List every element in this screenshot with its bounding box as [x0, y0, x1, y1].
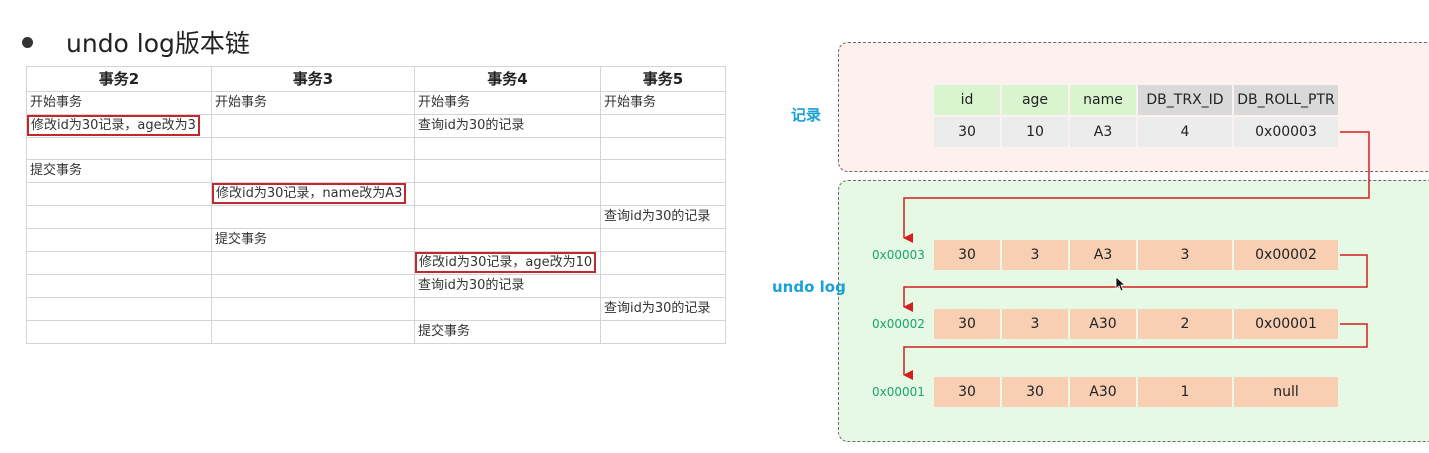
undo-entry-row: 30 30 A30 1 null	[934, 377, 1340, 407]
undo-value-cell: 3	[1002, 309, 1068, 339]
table-cell-highlighted: 修改id为30记录，age改为10	[414, 251, 601, 275]
table-cell	[600, 274, 726, 298]
table-cell	[600, 320, 726, 344]
record-label: 记录	[791, 106, 822, 124]
highlighted-text: 修改id为30记录，name改为A3	[211, 183, 407, 204]
record-header-row: id age name DB_TRX_ID DB_ROLL_PTR	[934, 85, 1340, 115]
record-column-header: name	[1070, 85, 1136, 115]
table-cell	[26, 205, 212, 229]
table-cell	[414, 182, 601, 206]
undo-entry-address: 0x00001	[872, 385, 925, 399]
table-cell: 开始事务	[600, 91, 726, 115]
table-row: 查询id为30的记录	[26, 274, 726, 298]
undo-value-cell: 1	[1138, 377, 1232, 407]
table-cell: 开始事务	[211, 91, 415, 115]
table-row: 提交事务	[26, 159, 726, 183]
record-value-cell: 10	[1002, 117, 1068, 147]
record-value-cell: 30	[934, 117, 1000, 147]
table-cell-highlighted: 修改id为30记录，age改为3	[26, 114, 212, 138]
highlighted-text: 修改id为30记录，age改为10	[414, 252, 597, 273]
table-row	[26, 137, 726, 160]
table-row: 提交事务	[26, 320, 726, 344]
undo-value-cell: 0x00001	[1234, 309, 1338, 339]
undo-entry-row: 30 3 A3 3 0x00002	[934, 240, 1340, 270]
undo-value-cell: 3	[1138, 240, 1232, 270]
table-cell: 开始事务	[414, 91, 601, 115]
undo-value-cell: 30	[934, 240, 1000, 270]
undo-value-cell: A30	[1070, 377, 1136, 407]
undo-value-cell: 30	[934, 377, 1000, 407]
table-cell: 开始事务	[26, 91, 212, 115]
undo-value-cell: A3	[1070, 240, 1136, 270]
bullet-icon	[22, 36, 33, 48]
record-value-cell: 4	[1138, 117, 1232, 147]
undo-entry-row: 30 3 A30 2 0x00001	[934, 309, 1340, 339]
transaction-table: 事务2 事务3 事务4 事务5 开始事务 开始事务 开始事务 开始事务 修改id…	[26, 66, 726, 344]
table-cell: 查询id为30的记录	[600, 205, 726, 229]
pointer-arrow	[903, 131, 1370, 243]
pointer-arrow	[903, 323, 1368, 380]
table-cell: 查询id为30的记录	[414, 274, 601, 298]
record-value-cell: A3	[1070, 117, 1136, 147]
record-value-row: 30 10 A3 4 0x00003	[934, 117, 1340, 147]
table-cell: 提交事务	[26, 159, 212, 183]
table-cell-highlighted: 修改id为30记录，name改为A3	[211, 182, 415, 206]
record-column-header: age	[1002, 85, 1068, 115]
table-row: 开始事务 开始事务 开始事务 开始事务	[26, 91, 726, 115]
undo-entry-address: 0x00003	[872, 248, 925, 262]
table-cell	[211, 320, 415, 344]
undo-value-cell: 30	[1002, 377, 1068, 407]
pointer-arrow	[903, 254, 1368, 312]
undo-log-label: undo log	[772, 278, 846, 296]
record-column-header: DB_ROLL_PTR	[1234, 85, 1338, 115]
table-row: 修改id为30记录，age改为3 查询id为30的记录	[26, 114, 726, 138]
undo-value-cell: 3	[1002, 240, 1068, 270]
table-cell	[26, 320, 212, 344]
table-cell: 提交事务	[414, 320, 601, 344]
record-value-cell: 0x00003	[1234, 117, 1338, 147]
slide-title-row: undo log版本链	[20, 24, 250, 60]
table-cell	[211, 205, 415, 229]
table-header-row: 事务2 事务3 事务4 事务5	[26, 66, 726, 92]
slide-title: undo log版本链	[66, 29, 250, 58]
table-cell	[26, 182, 212, 206]
record-column-header: id	[934, 85, 1000, 115]
table-cell	[600, 159, 726, 183]
highlighted-text: 修改id为30记录，age改为3	[27, 115, 200, 136]
undo-value-cell: 0x00002	[1234, 240, 1338, 270]
undo-value-cell: 2	[1138, 309, 1232, 339]
record-column-header: DB_TRX_ID	[1138, 85, 1232, 115]
table-row: 查询id为30的记录	[26, 297, 726, 321]
table-cell	[414, 297, 601, 321]
undo-value-cell: null	[1234, 377, 1338, 407]
table-row: 提交事务	[26, 228, 726, 252]
table-cell	[211, 297, 415, 321]
table-row: 修改id为30记录，age改为10	[26, 251, 726, 275]
undo-value-cell: 30	[934, 309, 1000, 339]
undo-value-cell: A30	[1070, 309, 1136, 339]
table-row: 修改id为30记录，name改为A3	[26, 182, 726, 206]
table-cell	[600, 114, 726, 138]
mouse-cursor-icon	[1115, 276, 1127, 292]
table-cell: 查询id为30的记录	[600, 297, 726, 321]
table-header: 事务5	[600, 66, 726, 92]
table-cell: 查询id为30的记录	[414, 114, 601, 138]
undo-entry-address: 0x00002	[872, 317, 925, 331]
